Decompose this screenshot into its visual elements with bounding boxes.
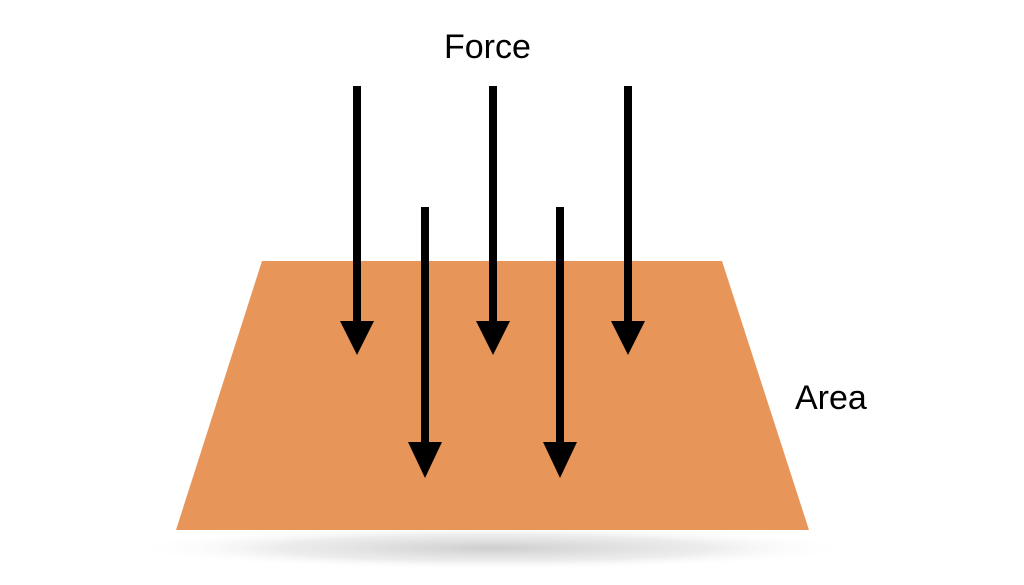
force-arrow-3 (611, 86, 645, 355)
force-arrow-4-head (408, 442, 442, 478)
area-surface (176, 261, 809, 530)
force-arrow-2-shaft (489, 86, 497, 326)
force-arrow-3-head (611, 321, 645, 355)
force-arrow-4 (408, 207, 442, 478)
force-label: Force (444, 28, 531, 66)
force-arrow-2 (476, 86, 510, 355)
force-arrow-5-head (543, 442, 577, 478)
force-arrows (340, 86, 645, 478)
force-arrow-5 (543, 207, 577, 478)
force-arrow-1-shaft (353, 86, 361, 326)
force-arrow-2-head (476, 321, 510, 355)
force-arrow-1-head (340, 321, 374, 355)
force-arrow-3-shaft (624, 86, 632, 326)
area-label: Area (795, 379, 867, 417)
force-arrow-1 (340, 86, 374, 355)
surface-shadow (133, 526, 853, 570)
force-arrow-5-shaft (556, 207, 564, 447)
force-arrow-4-shaft (421, 207, 429, 447)
